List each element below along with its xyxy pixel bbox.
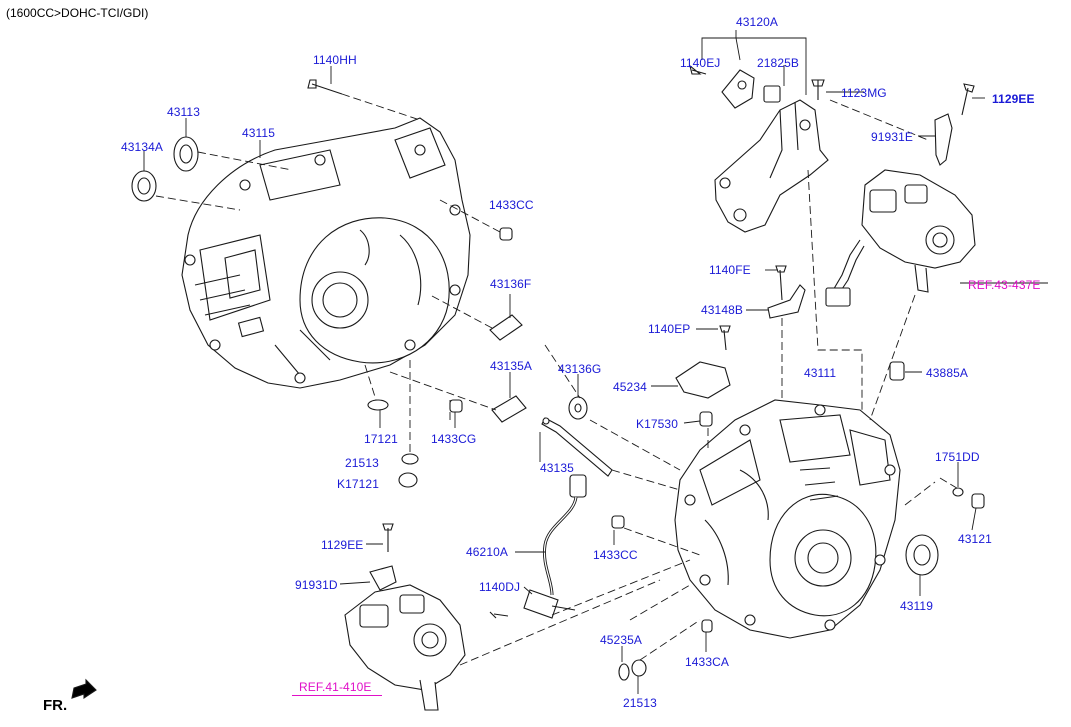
part-label-43135[interactable]: 43135 [540, 461, 574, 475]
part-label-21513-bottom[interactable]: 21513 [623, 696, 657, 710]
part-label-17121[interactable]: 17121 [364, 432, 398, 446]
part-label-1433CG[interactable]: 1433CG [431, 432, 477, 446]
part-label-43120A[interactable]: 43120A [736, 15, 778, 29]
transaxle-case-43111 [674, 399, 901, 639]
reference-underline-REF41 [292, 695, 382, 696]
part-label-1140DJ[interactable]: 1140DJ [479, 580, 521, 594]
part-label-21513-top[interactable]: 21513 [345, 456, 379, 470]
part-label-43121[interactable]: 43121 [958, 532, 992, 546]
part-label-1433CC-top[interactable]: 1433CC [489, 198, 534, 212]
part-label-K17121[interactable]: K17121 [337, 477, 379, 491]
clutch-housing-43115 [181, 117, 471, 389]
reference-label-REF41-410E[interactable]: REF.41-410E [299, 680, 372, 694]
part-label-1433CC-mid[interactable]: 1433CC [593, 548, 638, 562]
part-label-1433CA[interactable]: 1433CA [685, 655, 729, 669]
part-label-43148B[interactable]: 43148B [701, 303, 743, 317]
part-label-43885A[interactable]: 43885A [926, 366, 968, 380]
part-label-1140EP[interactable]: 1140EP [648, 322, 691, 336]
part-label-91931D[interactable]: 91931D [295, 578, 338, 592]
part-label-91931E[interactable]: 91931E [871, 130, 913, 144]
part-label-1751DD[interactable]: 1751DD [935, 450, 980, 464]
part-label-43113[interactable]: 43113 [167, 105, 200, 119]
bracket-assembly-43120A [689, 64, 829, 233]
part-label-1129EE-bottom[interactable]: 1129EE [321, 538, 364, 552]
part-label-43115[interactable]: 43115 [242, 126, 275, 140]
clutch-actuator-assembly [344, 565, 466, 711]
part-label-1140FE[interactable]: 1140FE [709, 263, 751, 277]
part-label-43134A[interactable]: 43134A [121, 140, 163, 154]
part-label-43119[interactable]: 43119 [900, 599, 933, 613]
part-label-43136F[interactable]: 43136F [490, 277, 532, 291]
small-parts [71, 79, 985, 700]
front-direction-label: FR. [43, 697, 68, 714]
part-label-1123MG[interactable]: 1123MG [841, 86, 887, 100]
part-label-45234[interactable]: 45234 [613, 380, 647, 394]
part-label-43111[interactable]: 43111 [804, 366, 837, 380]
part-label-43135A[interactable]: 43135A [490, 359, 532, 373]
part-label-21825B[interactable]: 21825B [757, 56, 799, 70]
part-label-1140EJ[interactable]: 1140EJ [680, 56, 721, 70]
engine-variant-title: (1600CC>DOHC-TCI/GDI) [6, 6, 149, 20]
shift-actuator-assembly [825, 113, 976, 307]
part-label-1140HH[interactable]: 1140HH [313, 53, 357, 67]
shift-rail-43135 [541, 417, 613, 477]
part-label-43136G[interactable]: 43136G [558, 362, 602, 376]
sensor-cable-46210A [489, 474, 587, 619]
leader-lines [143, 30, 1048, 694]
part-label-46210A[interactable]: 46210A [466, 545, 508, 559]
part-label-1129EE-top[interactable]: 1129EE [992, 92, 1035, 106]
reference-label-REF43-437E[interactable]: REF.43-437E [968, 278, 1041, 292]
part-label-K17530[interactable]: K17530 [636, 417, 678, 431]
part-label-45235A[interactable]: 45235A [600, 633, 642, 647]
